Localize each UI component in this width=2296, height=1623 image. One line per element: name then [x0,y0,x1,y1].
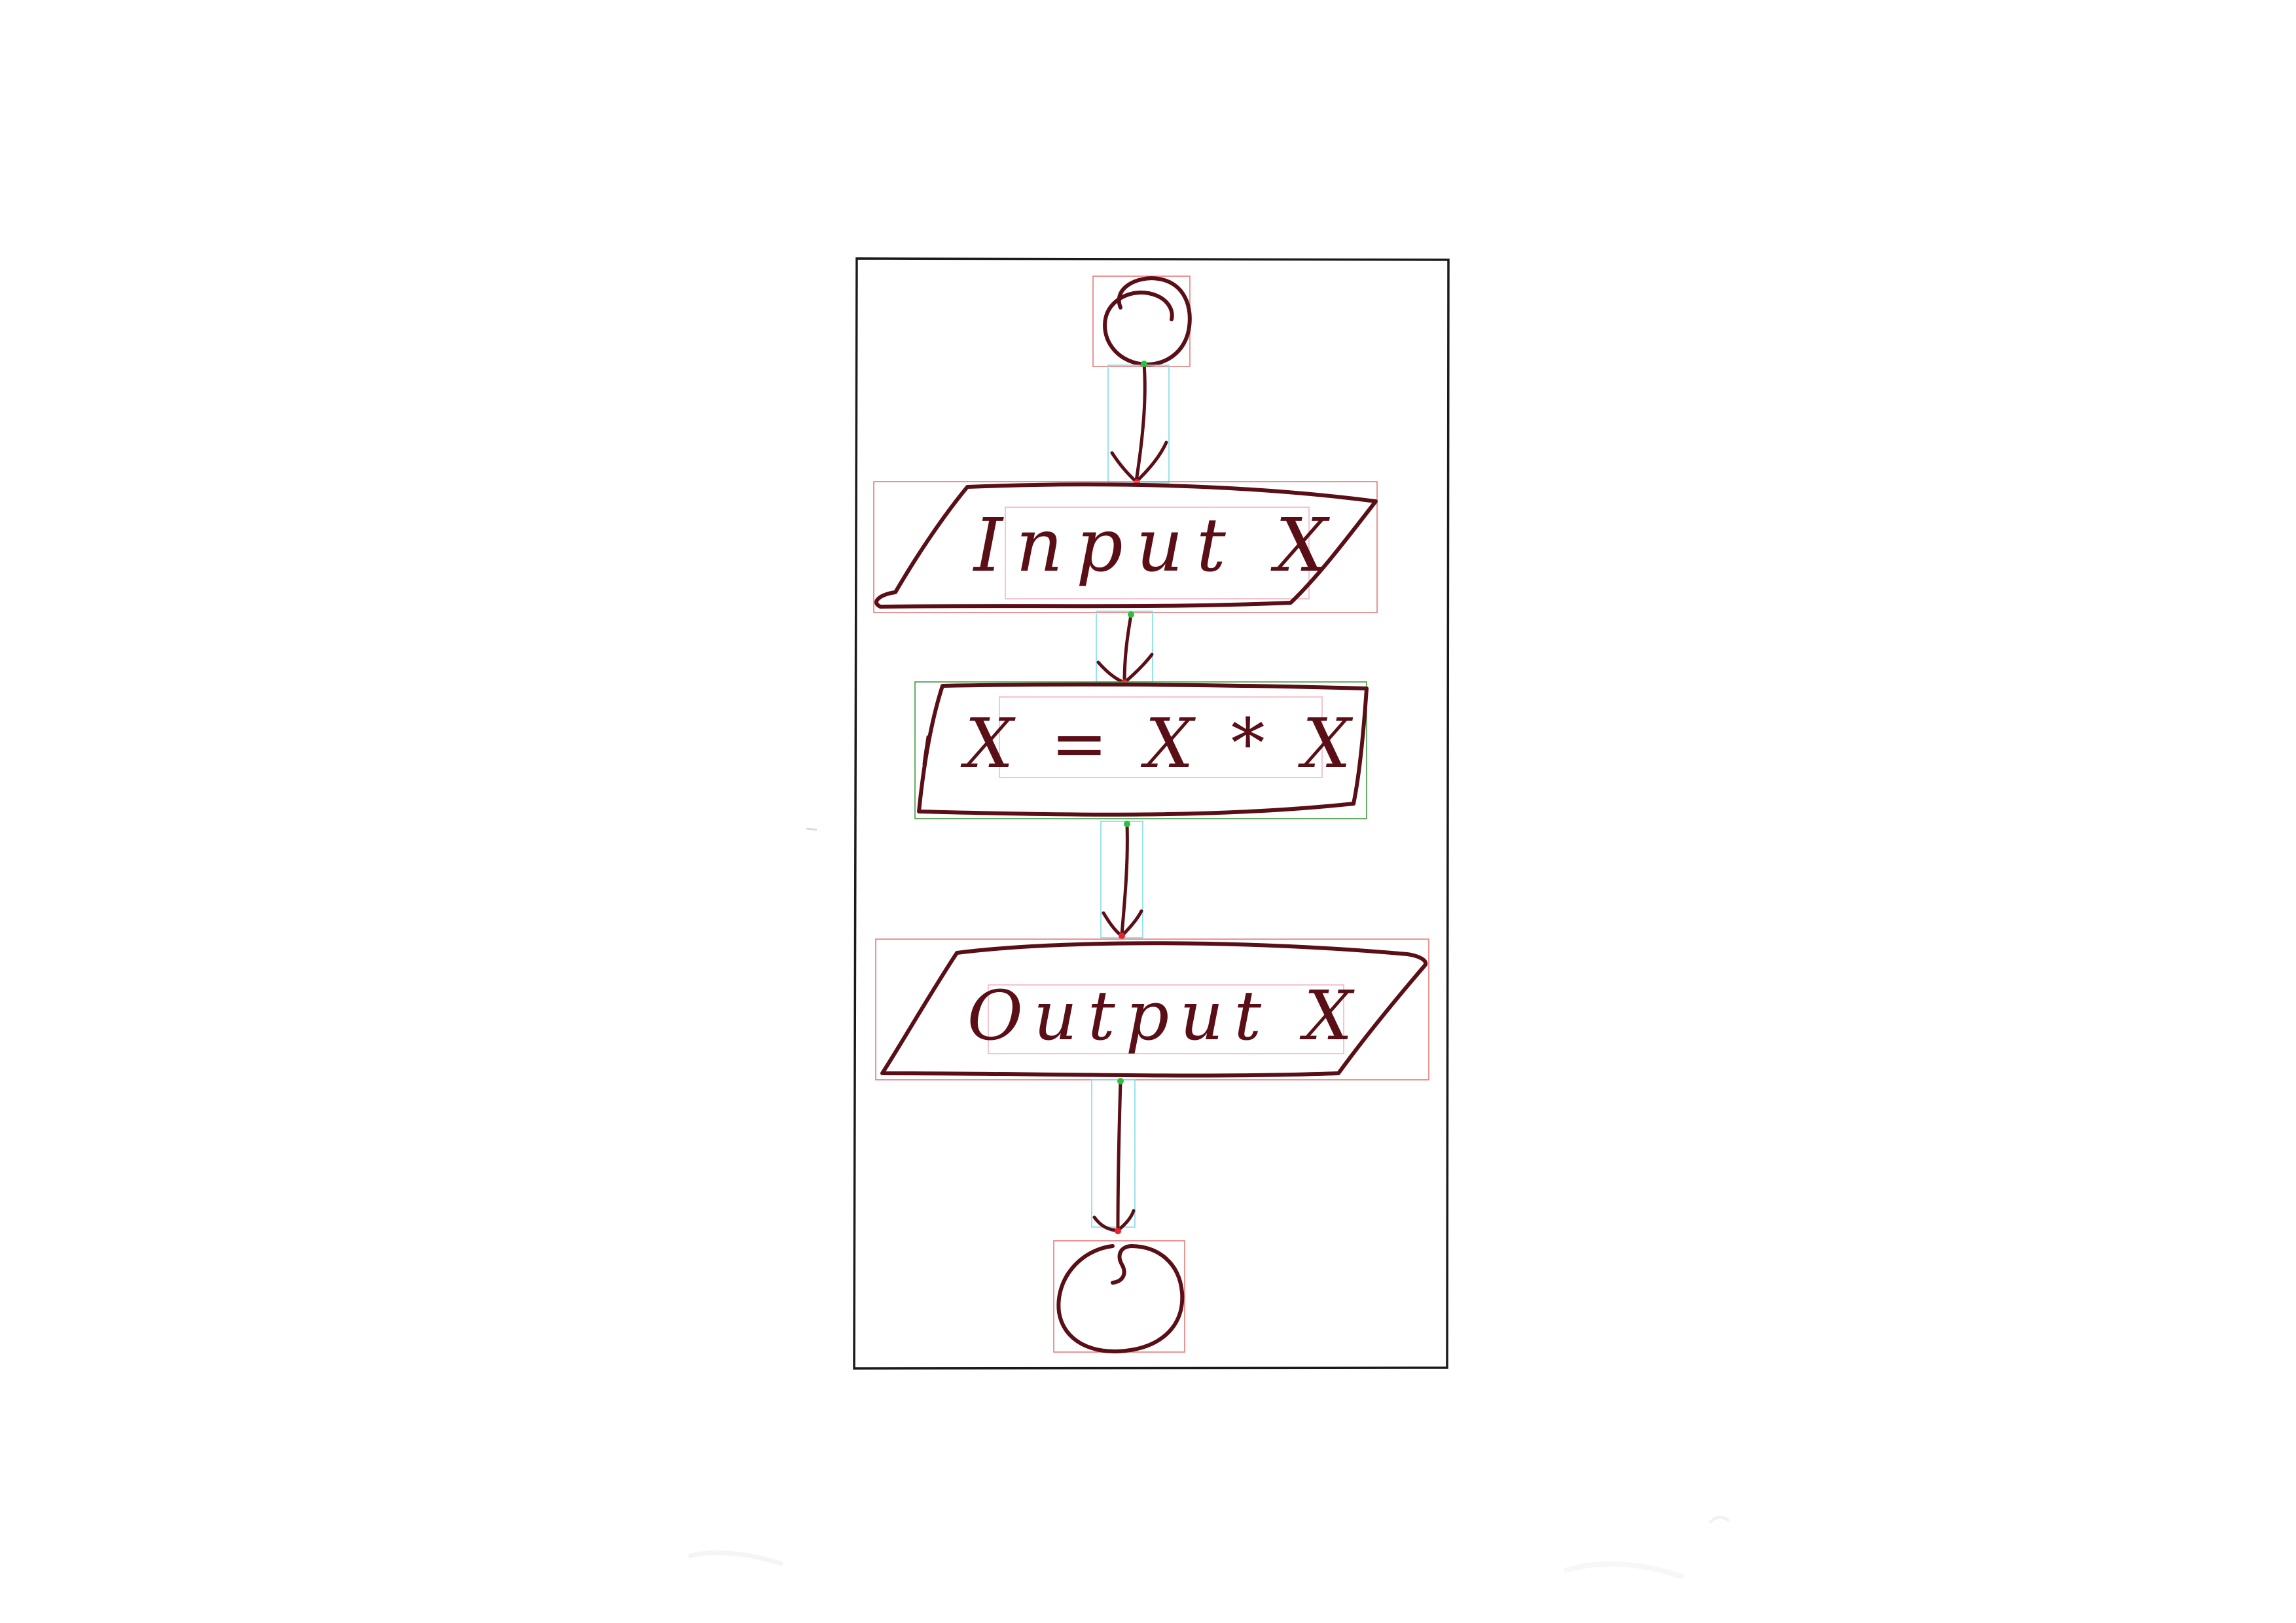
output-shape-bbox [875,938,1429,1080]
arrow-head-point [1115,1228,1121,1234]
process-shape-bbox [914,681,1367,819]
arrow-shaft [1116,1079,1122,1231]
arrow-tail-point [1124,821,1130,827]
process-label: X = X * X [960,704,1359,783]
arrow-shaft [1134,362,1147,483]
process-node: X = X * X [914,681,1369,819]
start-circle [1103,276,1192,366]
end-circle [1056,1244,1185,1353]
frame-border [853,257,1450,1370]
input-io-node: Input X [873,481,1378,613]
diagram-frame [853,257,1450,1370]
process-left-tick [922,735,930,766]
arrow-start-to-input [1107,361,1170,486]
arrow-bbox [1091,1079,1136,1228]
arrow-output-to-end [1091,1078,1136,1234]
input-shape-bbox [873,481,1378,613]
arrow-head-point [1119,933,1125,939]
arrow-shaft [1122,613,1133,684]
arrow-process-to-output [1100,821,1143,939]
start-terminal-node [1092,276,1192,367]
stray-mark [1563,1561,1685,1580]
arrow-tail-point [1128,611,1134,618]
arrow-shaft [1120,823,1129,936]
arrow-input-to-process [1096,611,1154,686]
process-text-bbox [999,696,1323,778]
stray-mark [688,1550,784,1567]
output-label: Output X [967,976,1363,1056]
input-parallelogram [874,482,1378,609]
arrow-tail-point [1117,1078,1124,1084]
arrow-tail-point [1141,361,1147,367]
stray-mark [1708,1516,1731,1524]
stray-mark [806,827,817,831]
end-terminal-node [1053,1240,1185,1353]
input-label: Input X [973,503,1341,588]
output-io-node: Output X [875,938,1429,1080]
input-text-bbox [1005,507,1310,599]
output-parallelogram [880,941,1428,1078]
output-text-bbox [988,984,1344,1054]
scan-artifacts [688,827,1731,1580]
process-rectangle [917,682,1369,817]
